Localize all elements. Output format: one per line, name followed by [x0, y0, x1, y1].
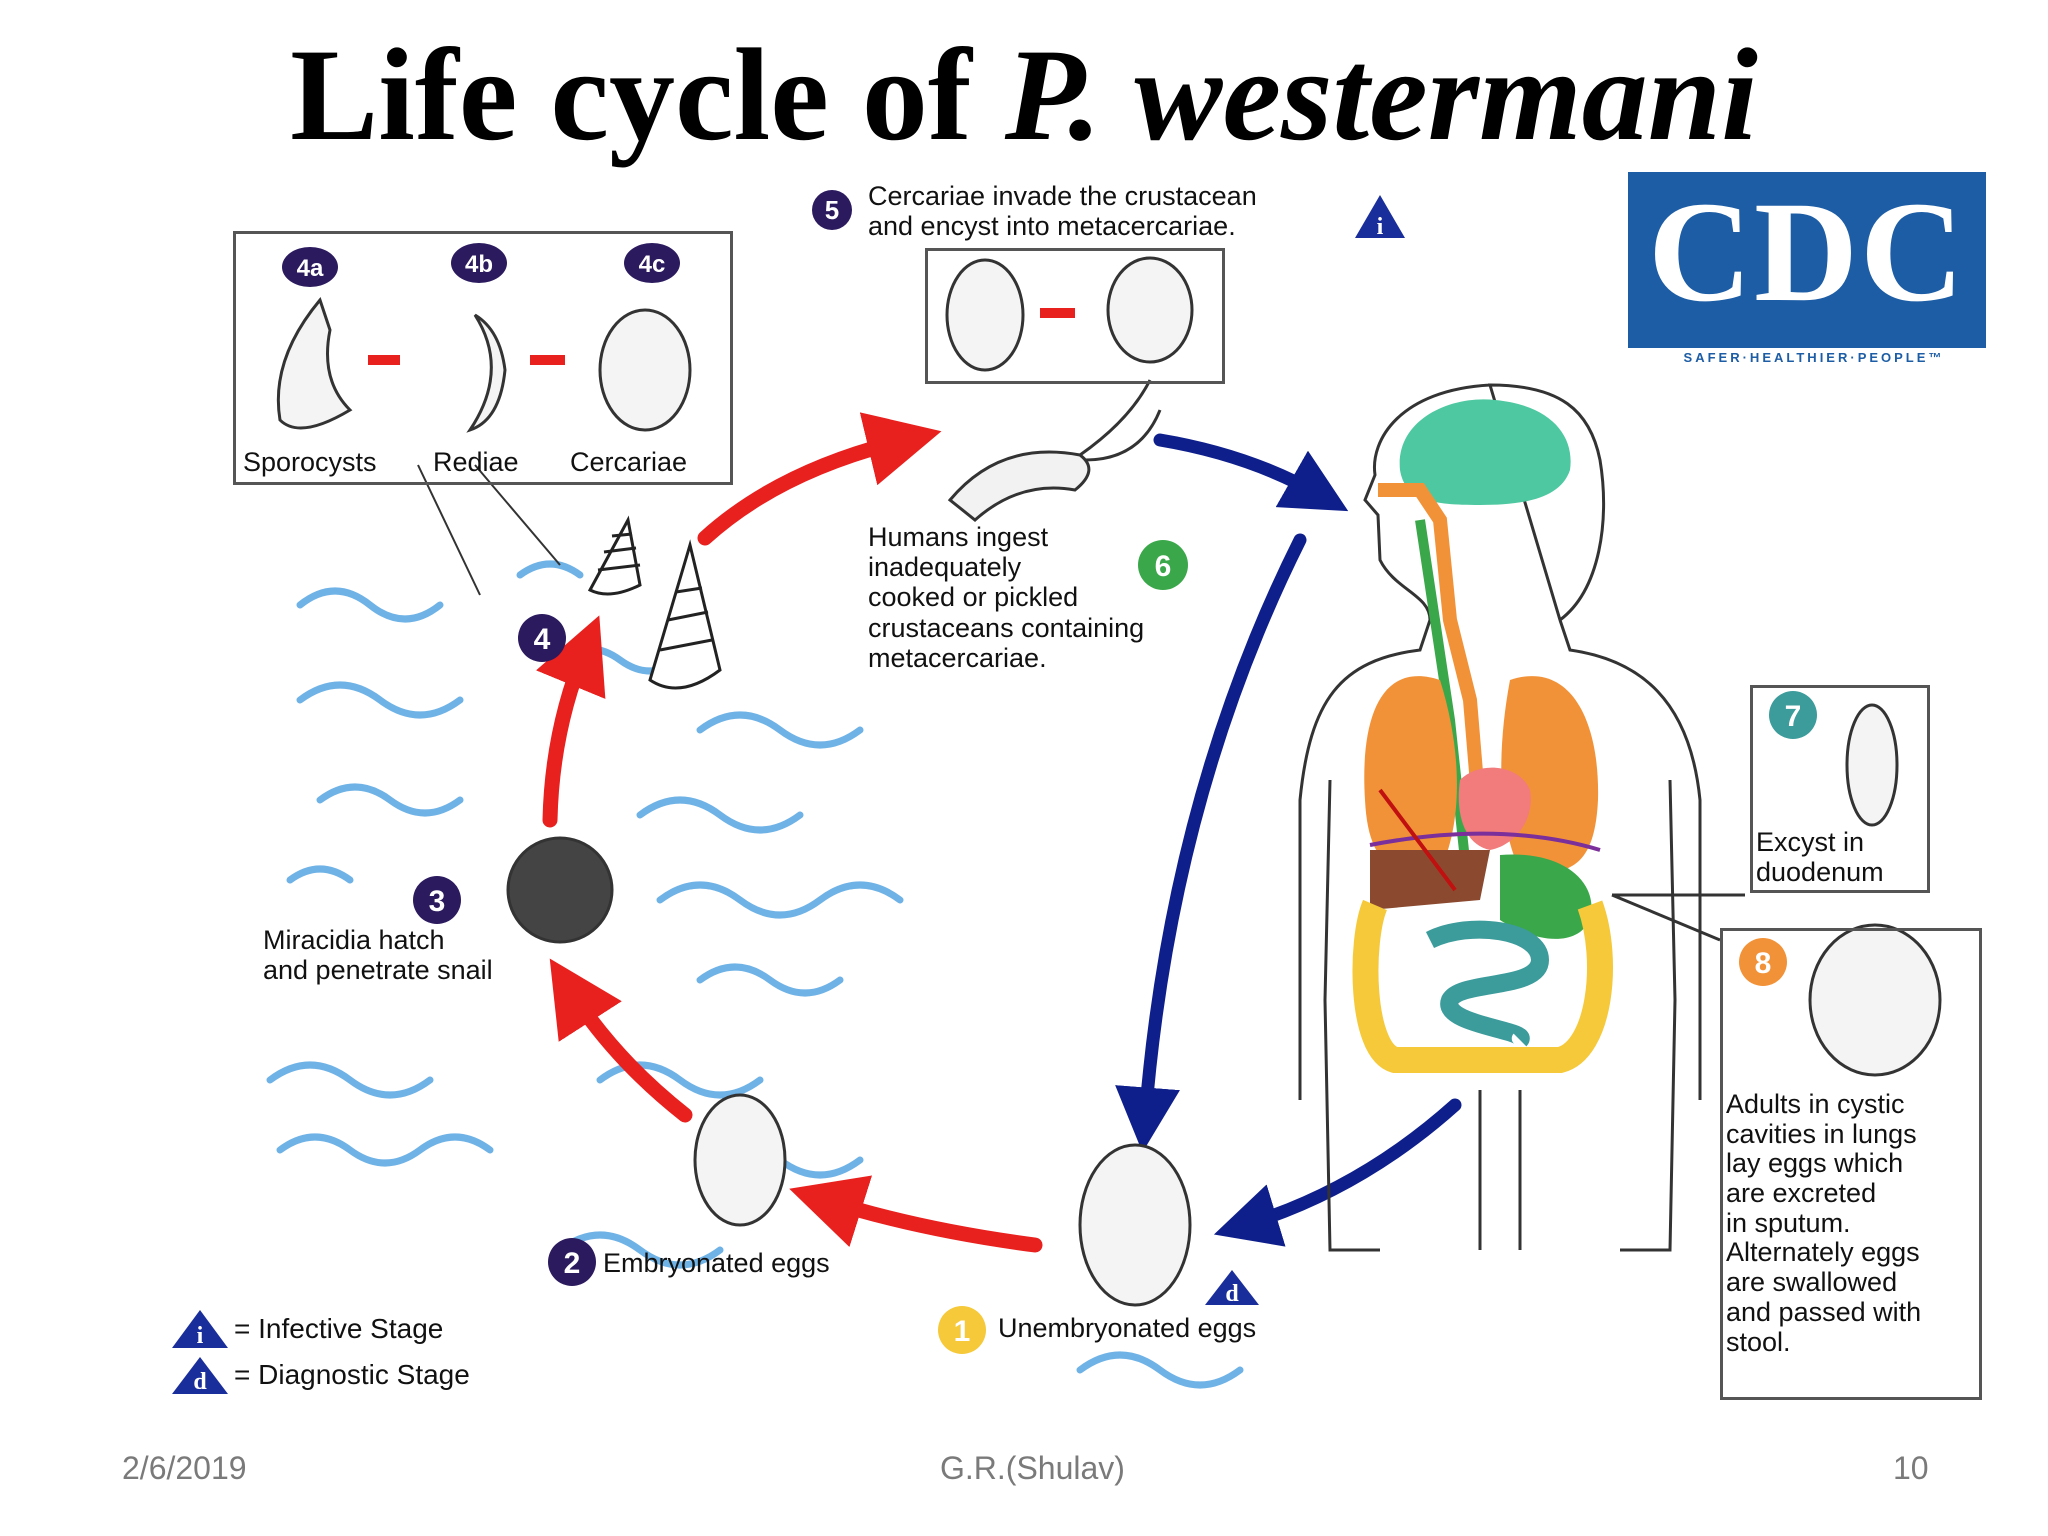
svg-text:i: i [1377, 214, 1384, 240]
svg-text:d: d [193, 1369, 207, 1395]
box-stage-8 [1720, 928, 1982, 1400]
stage-images [276, 256, 1942, 1307]
box-stage-5 [925, 248, 1225, 384]
badge-6: 6 [1138, 540, 1188, 590]
stage-triangles: i d i d [172, 195, 1405, 1395]
legend-diagnostic-label: = Diagnostic Stage [234, 1359, 470, 1390]
diagnostic-triangle-stage1: d [1205, 1270, 1259, 1307]
label-sporocysts: Sporocysts [243, 447, 377, 477]
intestine-small [1425, 920, 1550, 1047]
slide-title: Life cycle of P. westermani [290, 21, 1758, 168]
embryonated-egg-shape [693, 1093, 787, 1227]
label-stage-8: Adults in cystic cavities in lungs lay e… [1726, 1089, 1922, 1357]
intestine-large [1352, 899, 1613, 1073]
stomach [1500, 854, 1592, 939]
label-cercariae: Cercariae [570, 447, 688, 477]
svg-text:5: 5 [825, 195, 839, 225]
badge-5: 5 [812, 190, 852, 230]
legend-infective-symbol: i [172, 1310, 228, 1349]
svg-text:1: 1 [954, 1315, 971, 1348]
arrow-3-to-4 [536, 615, 606, 828]
footer-page-number: 10 [1893, 1450, 1929, 1486]
svg-text:i: i [197, 1323, 204, 1349]
label-stage-2: Embryonated eggs [603, 1248, 830, 1278]
svg-text:8: 8 [1755, 947, 1772, 980]
label-stage-6: Humans ingest inadequately cooked or pic… [868, 522, 1145, 673]
metacercaria-shape [1106, 256, 1194, 364]
svg-text:d: d [1225, 1281, 1239, 1307]
badge-4: 4 [518, 614, 566, 662]
redia-shape [466, 313, 507, 433]
svg-text:4c: 4c [639, 251, 666, 278]
brain [1399, 399, 1571, 505]
label-rediae: Rediae [433, 447, 519, 477]
lung-right [1501, 676, 1599, 873]
crustacean-icon [947, 379, 1162, 522]
footer-date: 2/6/2019 [122, 1450, 247, 1486]
esophagus [1415, 519, 1470, 861]
arrow-human-to-1 [1115, 533, 1307, 1153]
cdc-logo: CDC [1628, 172, 1986, 348]
miracidium-shape [506, 836, 614, 944]
badge-8: 8 [1739, 938, 1787, 986]
cdc-tagline: SAFER·HEALTHIER·PEOPLE™ [1683, 350, 1945, 365]
species-name: P. westermani [1004, 21, 1758, 168]
cercaria-crustacean-shape [945, 258, 1025, 372]
human-figure [1298, 383, 1702, 1252]
arrow-8-to-1 [1213, 1098, 1462, 1247]
badge-7: 7 [1769, 691, 1817, 739]
legend-diagnostic-symbol: d [172, 1357, 228, 1395]
svg-text:7: 7 [1785, 700, 1802, 733]
cycle-arrows [536, 412, 1462, 1253]
svg-text:2: 2 [564, 1247, 581, 1280]
box-stage-7 [1750, 685, 1930, 893]
svg-text:4a: 4a [297, 255, 324, 282]
airway [1378, 483, 1487, 821]
badge-4b: 4b [451, 243, 507, 283]
badge-2: 2 [548, 1238, 596, 1286]
arrow-1-to-2 [789, 1175, 1043, 1253]
cercaria-shape [598, 308, 692, 432]
svg-text:4: 4 [534, 623, 551, 656]
badge-4a: 4a [282, 247, 338, 287]
adult-fluke-shape [1808, 923, 1942, 1077]
svg-text:3: 3 [429, 885, 446, 918]
stage-badges: 4a 4b 4c 5 6 4 3 2 1 7 8 [282, 190, 1817, 1354]
badge-4c: 4c [624, 243, 680, 283]
svg-text:4b: 4b [465, 251, 493, 278]
svg-text:6: 6 [1155, 550, 1172, 583]
excyst-shape [1845, 703, 1899, 827]
arrow-4-to-5 [697, 412, 942, 546]
footer-author: G.R.(Shulav) [940, 1450, 1125, 1486]
badge-1: 1 [938, 1306, 986, 1354]
cdc-logo-text: CDC [1648, 173, 1966, 332]
lung-left [1364, 676, 1457, 873]
sporocyst-shape [276, 296, 353, 430]
infective-triangle-stage5: i [1355, 195, 1405, 240]
liver [1370, 850, 1490, 910]
snail-icons [587, 515, 722, 690]
unembryonated-egg-shape [1078, 1143, 1192, 1307]
heart [1458, 767, 1531, 850]
arrow-2-to-3 [549, 958, 693, 1123]
box-stage-4 [233, 231, 733, 485]
badge-3: 3 [413, 876, 461, 924]
label-stage-1: Unembryonated eggs [998, 1313, 1257, 1343]
arrow-5-to-human [1153, 433, 1349, 512]
legend-infective-label: = Infective Stage [234, 1313, 444, 1344]
